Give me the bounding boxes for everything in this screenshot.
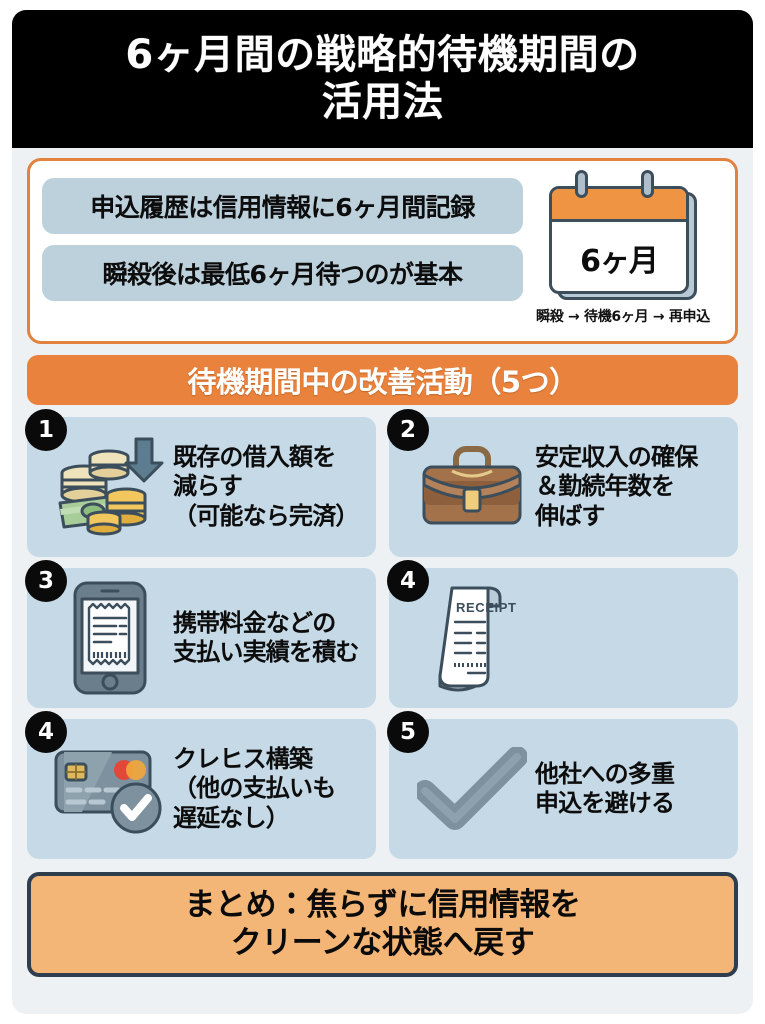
improvement-card: 3 xyxy=(25,560,376,708)
card-label-line: （他の支払いも xyxy=(173,774,336,803)
card-label: 携帯料金などの 支払い実績を積む xyxy=(169,609,366,668)
card-label-line: 減らす xyxy=(173,472,243,501)
credit-card-check-icon xyxy=(51,730,169,848)
card-label-line: 他社への多重 xyxy=(535,759,675,788)
info-pill-list: 申込履歴は信用情報に6ヶ月間記録 瞬殺後は最低6ヶ月待つのが基本 xyxy=(42,174,523,301)
page-title: 6ヶ月間の戦略的待機期間の 活用法 xyxy=(125,32,639,126)
briefcase-icon xyxy=(413,428,531,546)
card-label: 既存の借入額を 減らす （可能なら完済） xyxy=(169,443,366,531)
receipt-scroll-icon: RECEIPT xyxy=(419,579,537,697)
title-line-1: 6ヶ月間の戦略的待機期間の xyxy=(125,31,640,78)
card-label: 安定収入の確保 ＆勤続年数を 伸ばす xyxy=(531,443,728,531)
calendar-block: 6ヶ月 瞬殺 → 待機6ヶ月 → 再申込 xyxy=(523,170,723,326)
improvement-card-grid: 1 xyxy=(25,409,738,859)
calendar-label: 6ヶ月 xyxy=(580,244,659,279)
card-label-line: （可能なら完済） xyxy=(173,501,359,530)
improvement-card: 4 xyxy=(25,711,376,859)
section-banner-label: 待機期間中の改善活動（5つ） xyxy=(187,365,578,399)
calendar-icon: 6ヶ月 xyxy=(547,170,699,302)
card-label-line: 遅延なし） xyxy=(173,803,290,832)
card-number-badge: 5 xyxy=(387,711,429,753)
calendar-face: 6ヶ月 xyxy=(552,222,686,291)
summary-label: まとめ：焦らずに信用情報を クリーンな状態へ戻す xyxy=(185,887,581,961)
card-number-badge: 4 xyxy=(25,711,67,753)
card-label-line: 支払い実績を積む xyxy=(173,638,359,666)
info-pill-label: 瞬殺後は最低6ヶ月待つのが基本 xyxy=(102,260,463,289)
card-label-line: 安定収入の確保 xyxy=(535,443,698,472)
card-label-line: 携帯料金などの xyxy=(173,608,336,637)
calendar-caption: 瞬殺 → 待機6ヶ月 → 再申込 xyxy=(536,309,710,325)
svg-text:RECEIPT: RECEIPT xyxy=(456,600,517,615)
card-number-badge: 2 xyxy=(387,409,429,451)
info-box: 申込履歴は信用情報に6ヶ月間記録 瞬殺後は最低6ヶ月待つのが基本 6ヶ月 xyxy=(27,158,738,344)
card-label: クレヒス構築 （他の支払いも 遅延なし） xyxy=(169,745,366,833)
card-label-line: ＆勤続年数を xyxy=(535,472,675,501)
card-number-badge: 4 xyxy=(387,560,429,602)
card-label-line: 伸ばす xyxy=(535,501,605,530)
page-body: 申込履歴は信用情報に6ヶ月間記録 瞬殺後は最低6ヶ月待つのが基本 6ヶ月 xyxy=(12,148,753,1014)
summary-line-1: まとめ：焦らずに信用情報を xyxy=(184,887,581,924)
title-line-2: 活用法 xyxy=(321,79,444,125)
improvement-card: 2 安定収入の確保 ＆勤続年数 xyxy=(387,409,738,557)
card-label: 他社への多重 申込を避ける xyxy=(531,760,728,819)
checkmark-icon xyxy=(413,730,531,848)
title-block: 6ヶ月間の戦略的待機期間の 活用法 xyxy=(12,10,753,148)
smartphone-receipt-icon xyxy=(51,579,169,697)
card-number-badge: 1 xyxy=(25,409,67,451)
calendar-header-bar xyxy=(552,189,686,222)
money-cash-coins-down-arrow-icon xyxy=(51,428,169,546)
improvement-card: 1 xyxy=(25,409,376,557)
info-pill: 瞬殺後は最低6ヶ月待つのが基本 xyxy=(42,245,523,301)
improvement-card: 4 RECEIPT xyxy=(387,560,738,708)
summary-line-2: クリーンな状態へ戻す xyxy=(230,924,535,961)
info-pill: 申込履歴は信用情報に6ヶ月間記録 xyxy=(42,178,523,234)
info-pill-label: 申込履歴は信用情報に6ヶ月間記録 xyxy=(90,193,475,222)
calendar-front-sheet: 6ヶ月 xyxy=(549,186,689,294)
card-number-badge: 3 xyxy=(25,560,67,602)
section-banner: 待機期間中の改善活動（5つ） xyxy=(27,355,738,405)
calendar-ring-left xyxy=(575,170,588,198)
improvement-card: 5 他社への多重 申込を避ける xyxy=(387,711,738,859)
calendar-ring-right xyxy=(641,170,654,198)
card-label-line: 既存の借入額を xyxy=(173,443,336,472)
card-label-line: クレヒス構築 xyxy=(173,745,313,774)
card-label-line: 申込を避ける xyxy=(535,789,675,817)
summary-box: まとめ：焦らずに信用情報を クリーンな状態へ戻す xyxy=(27,872,738,977)
